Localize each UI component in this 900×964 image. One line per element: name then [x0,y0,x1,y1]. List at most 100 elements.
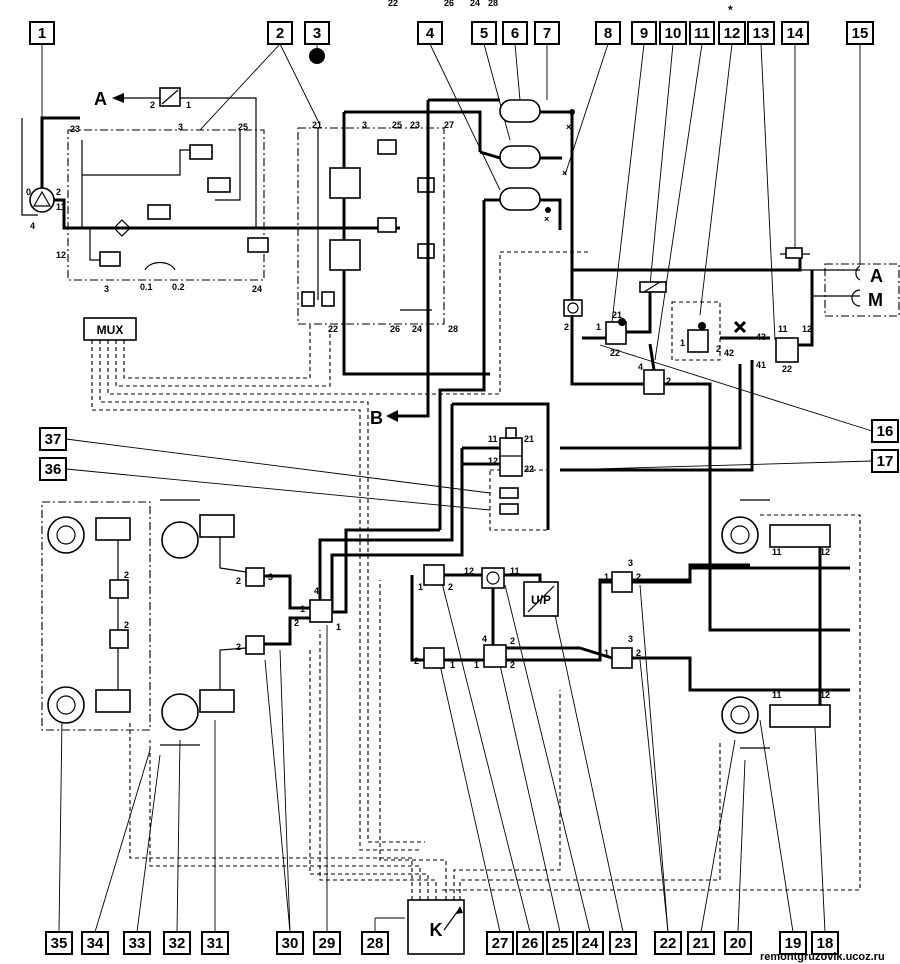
svg-text:11: 11 [778,324,788,334]
svg-text:2: 2 [564,322,569,332]
callout-25: 25 [546,931,574,955]
svg-text:11: 11 [56,202,66,212]
svg-text:4: 4 [638,362,643,372]
svg-text:1: 1 [300,604,305,614]
svg-text:2: 2 [636,648,641,658]
svg-text:14: 14 [787,25,804,42]
assembly-boundaries [41,127,900,731]
callout-15: 15 [846,21,874,45]
svg-text:12: 12 [724,25,741,42]
ecu-k-unit: K [129,580,721,955]
svg-text:22: 22 [660,935,677,952]
svg-text:25: 25 [238,122,248,132]
callout-29: 29 [313,931,341,955]
svg-text:26: 26 [390,324,400,334]
callout-36: 36 [39,457,67,481]
svg-text:×: × [562,168,567,178]
svg-text:26: 26 [522,935,539,952]
callout-33: 33 [123,931,151,955]
callout-3-dot [309,48,325,64]
svg-text:2: 2 [510,660,515,670]
svg-text:42: 42 [724,348,734,358]
svg-text:11: 11 [510,566,520,576]
svg-text:13: 13 [753,25,770,42]
svg-text:2: 2 [294,618,299,628]
callout-35: 35 [45,931,73,955]
svg-text:32: 32 [169,935,186,952]
svg-text:26: 26 [444,0,454,8]
svg-text:2: 2 [666,376,671,386]
bottom-callouts: 35 34 33 32 31 30 29 28 27 26 25 24 23 2… [45,931,839,955]
svg-text:12: 12 [56,250,66,260]
svg-text:36: 36 [45,461,62,478]
svg-text:MUX: MUX [97,323,124,337]
svg-text:11: 11 [772,547,782,557]
svg-text:35: 35 [51,935,68,952]
svg-text:1: 1 [38,25,46,42]
callout-24: 24 [576,931,604,955]
svg-text:2: 2 [150,100,155,110]
svg-text:1: 1 [604,648,609,658]
callout-16: 16 [871,419,899,443]
svg-text:5: 5 [480,25,488,42]
callout-37: 37 [39,427,67,451]
svg-text:11: 11 [772,690,782,700]
air-tanks: × × × [428,98,575,530]
svg-text:2: 2 [448,582,453,592]
four-circuit-valve-block: 21 3 25 23 27 22 26 24 28 [301,110,490,376]
callout-18: 18 [811,931,839,955]
callout-4: 4 [417,21,443,45]
svg-text:27: 27 [492,935,509,952]
svg-text:27: 27 [444,120,454,130]
svg-text:×: × [544,214,549,224]
callout-34: 34 [81,931,109,955]
svg-text:21: 21 [524,434,534,444]
svg-text:4: 4 [426,25,435,42]
svg-text:0.2: 0.2 [172,282,185,292]
svg-text:2: 2 [56,187,61,197]
svg-text:4: 4 [314,586,319,596]
callout-7: 7 [534,21,560,45]
svg-text:25: 25 [392,120,402,130]
callout-14: 14 [781,21,809,45]
svg-text:22: 22 [782,364,792,374]
callout-12: 12 [718,21,746,45]
svg-text:28: 28 [488,0,498,8]
callout-30: 30 [276,931,304,955]
svg-text:3: 3 [628,558,633,568]
svg-text:22: 22 [328,324,338,334]
svg-text:25: 25 [552,935,569,952]
svg-text:24: 24 [582,935,599,952]
svg-text:4: 4 [482,634,487,644]
svg-text:2: 2 [414,656,419,666]
right-valves: 21 22 1 2 4 2 1 42 43 41 11 12 22 2 [560,247,850,632]
svg-text:7: 7 [543,25,551,42]
svg-text:16: 16 [877,423,894,440]
watermark: remontgruzovik.ucoz.ru [760,951,885,963]
svg-text:6: 6 [511,25,519,42]
svg-text:0.1: 0.1 [140,282,153,292]
svg-text:×: × [566,122,571,132]
leader-lines [41,43,873,933]
svg-text:2: 2 [124,620,129,630]
callout-11: 11 [689,21,715,45]
svg-text:10: 10 [665,25,682,42]
callout-10: 10 [659,21,687,45]
svg-text:43: 43 [756,332,766,342]
svg-text:33: 33 [129,935,146,952]
svg-text:1: 1 [680,338,685,348]
svg-text:1: 1 [596,322,601,332]
svg-text:11: 11 [694,25,710,42]
svg-text:24: 24 [470,0,480,8]
svg-text:12: 12 [802,324,812,334]
right-axle-brakes: 1 2 3 1 2 3 11 12 11 12 [440,499,861,891]
svg-text:8: 8 [604,25,612,42]
callout-23: 23 [609,931,637,955]
lower-center-valves: U/P 12 11 1 2 4 2 1 2 1 2 [318,404,750,670]
svg-text:K: K [430,920,443,940]
svg-text:20: 20 [730,935,747,952]
svg-text:23: 23 [615,935,632,952]
svg-text:9: 9 [640,25,648,42]
svg-text:19: 19 [785,935,802,952]
